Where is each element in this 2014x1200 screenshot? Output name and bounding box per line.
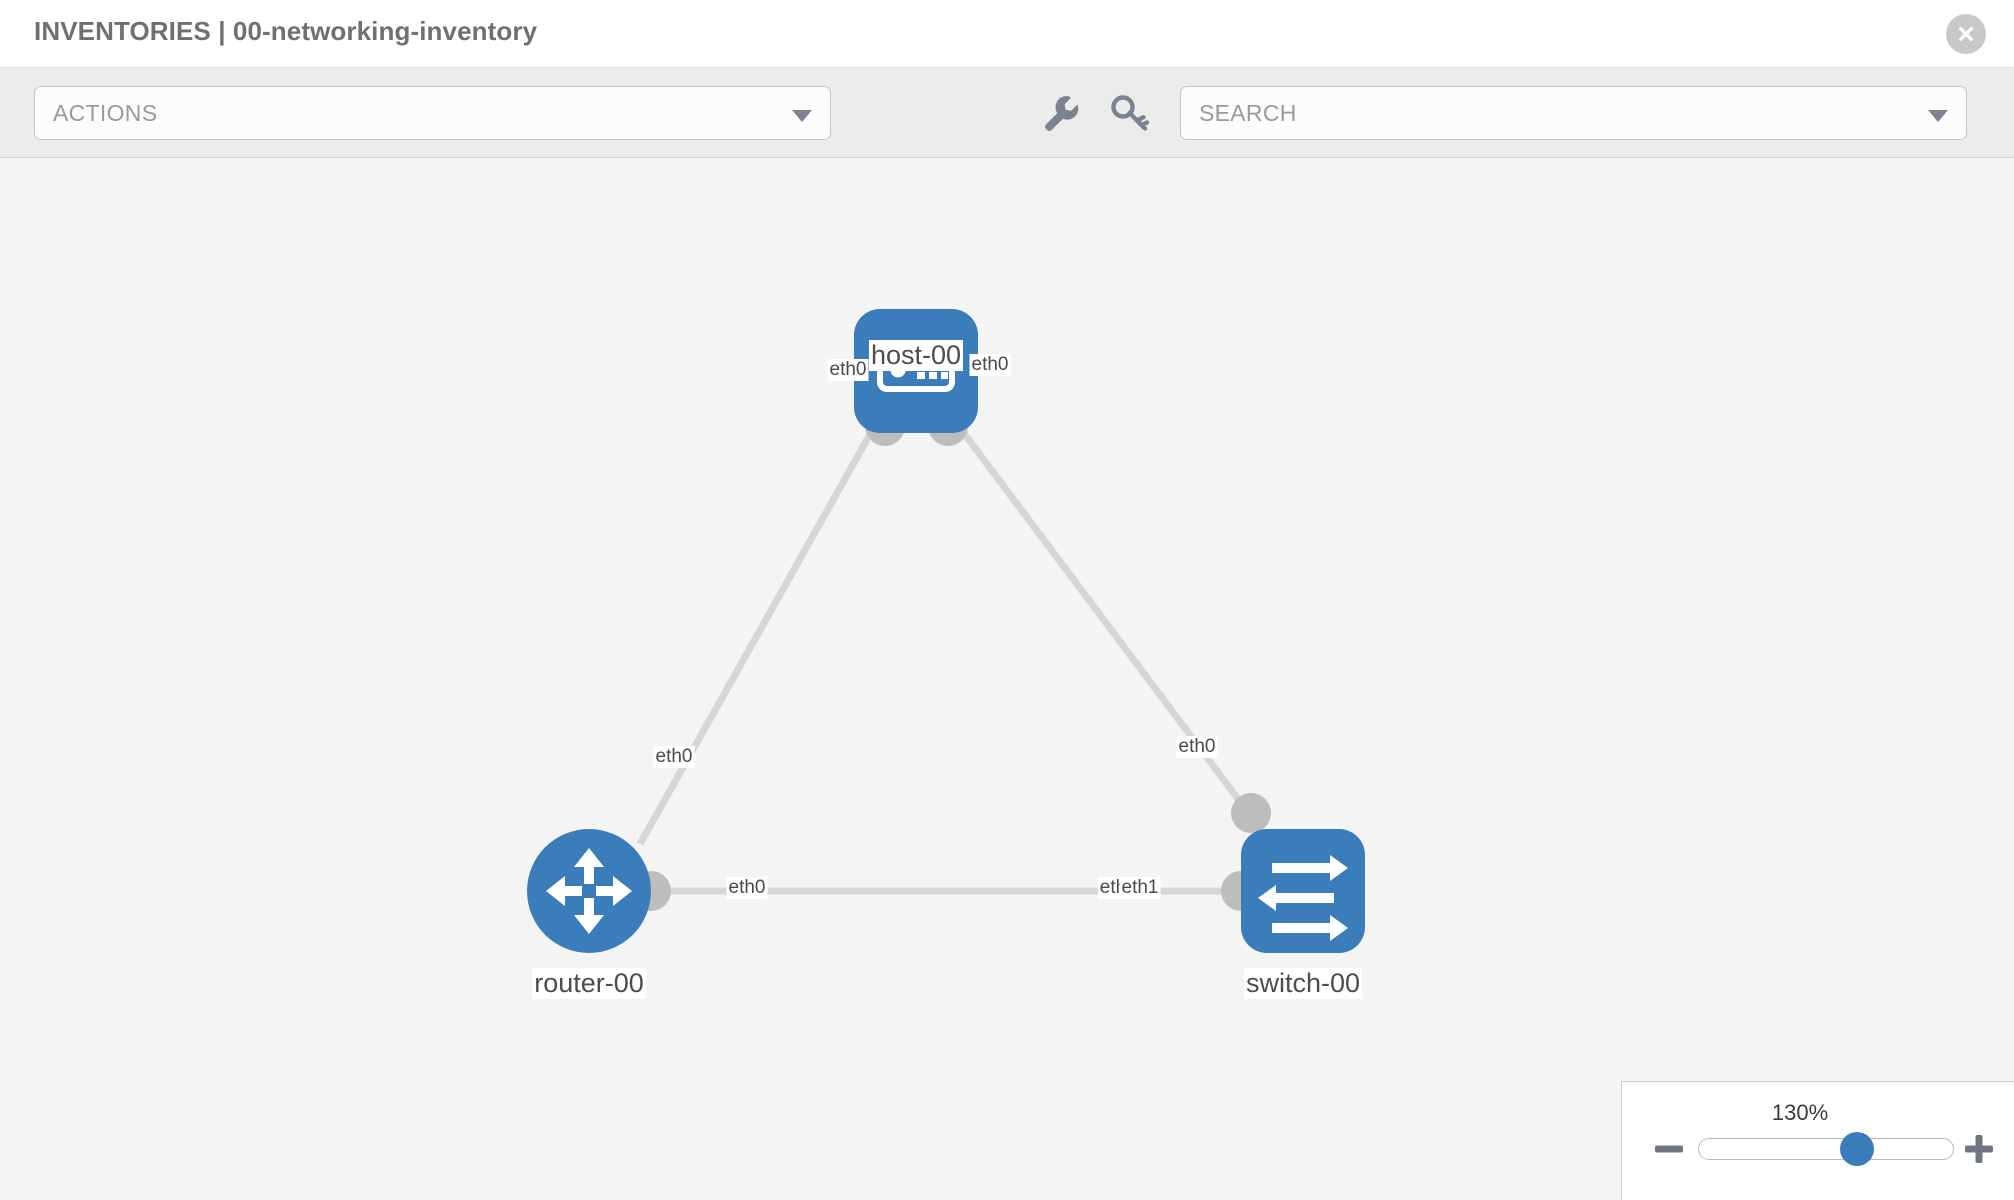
page-title: INVENTORIES | 00-networking-inventory <box>34 16 538 46</box>
plus-icon[interactable] <box>1962 1132 1996 1166</box>
iface-label: eth0 <box>969 354 1011 376</box>
node-host-00[interactable] <box>854 309 978 433</box>
link-router-host[interactable] <box>636 418 882 846</box>
topology-graph <box>527 309 1365 953</box>
node-label-host-00: host-00 <box>868 340 964 371</box>
zoom-control-panel: 130% <box>1621 1081 2014 1200</box>
page-header: INVENTORIES | 00-networking-inventory <box>0 0 2014 68</box>
wrench-icon[interactable] <box>1036 88 1084 136</box>
actions-dropdown-label: ACTIONS <box>53 100 158 126</box>
toolbar: ACTIONS SEARCH <box>0 68 2014 158</box>
search-input[interactable]: SEARCH <box>1180 86 1967 140</box>
zoom-slider-track[interactable] <box>1698 1138 1954 1160</box>
iface-label: eth0 <box>653 746 695 768</box>
node-label-switch-00: switch-00 <box>1243 968 1363 999</box>
node-router-00[interactable] <box>527 829 651 953</box>
iface-label: eth0 <box>827 359 869 381</box>
key-icon[interactable] <box>1106 88 1154 136</box>
close-icon[interactable] <box>1946 14 1986 54</box>
chevron-down-icon[interactable] <box>1928 110 1948 122</box>
minus-icon[interactable] <box>1652 1132 1686 1166</box>
iface-label: eth0 <box>726 877 768 899</box>
search-placeholder: SEARCH <box>1199 100 1297 126</box>
zoom-level-value: 130% <box>1771 1100 1829 1125</box>
iface-label: eth1 <box>1119 877 1161 899</box>
node-switch-00[interactable] <box>1241 829 1365 953</box>
node-label-router-00: router-00 <box>532 968 646 999</box>
connector-switch-top[interactable] <box>1231 793 1271 833</box>
zoom-slider-thumb[interactable] <box>1839 1132 1874 1166</box>
actions-dropdown[interactable]: ACTIONS <box>34 86 831 140</box>
topology-canvas[interactable]: host-00 router-00 switch-00 eth0 eth0 et… <box>0 158 2014 1200</box>
chevron-down-icon <box>792 110 812 122</box>
iface-label: eth0 <box>1176 736 1218 758</box>
